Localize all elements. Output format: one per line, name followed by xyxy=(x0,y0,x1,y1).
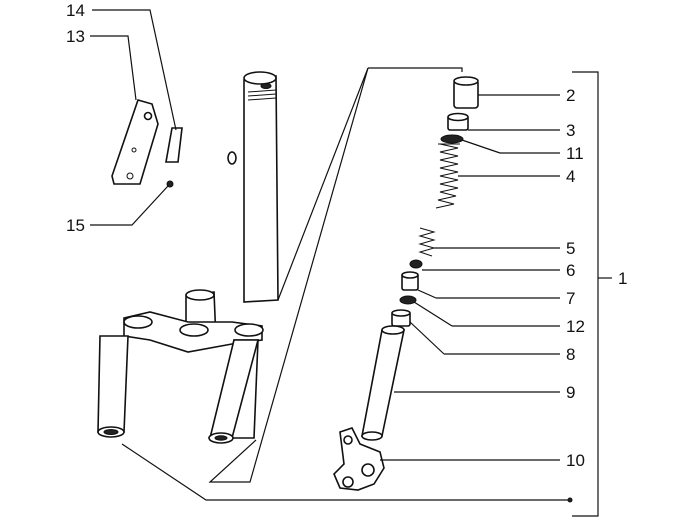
callout-8: 8 xyxy=(566,345,575,364)
leader-lines xyxy=(90,9,560,461)
callout-6: 6 xyxy=(566,261,575,280)
callout-9: 9 xyxy=(566,383,575,402)
callout-5: 5 xyxy=(566,239,575,258)
callout-1: 1 xyxy=(618,269,627,288)
callout-12: 12 xyxy=(566,317,585,336)
callout-4: 4 xyxy=(566,167,575,186)
callout-2: 2 xyxy=(566,86,575,105)
cover-plate-group xyxy=(111,99,183,188)
assembly-bracket xyxy=(572,71,612,517)
callout-3: 3 xyxy=(566,121,575,140)
callout-labels: 1 2 3 11 4 5 6 7 12 8 9 10 14 13 15 xyxy=(66,1,627,470)
shock-internals xyxy=(333,76,479,491)
assembly-guides xyxy=(121,67,573,503)
callout-7: 7 xyxy=(566,289,575,308)
callout-13: 13 xyxy=(66,27,85,46)
callout-14: 14 xyxy=(66,1,85,20)
callout-15: 15 xyxy=(66,216,85,235)
callout-11: 11 xyxy=(566,144,584,163)
fork-assembly xyxy=(97,71,279,444)
callout-10: 10 xyxy=(566,451,585,470)
